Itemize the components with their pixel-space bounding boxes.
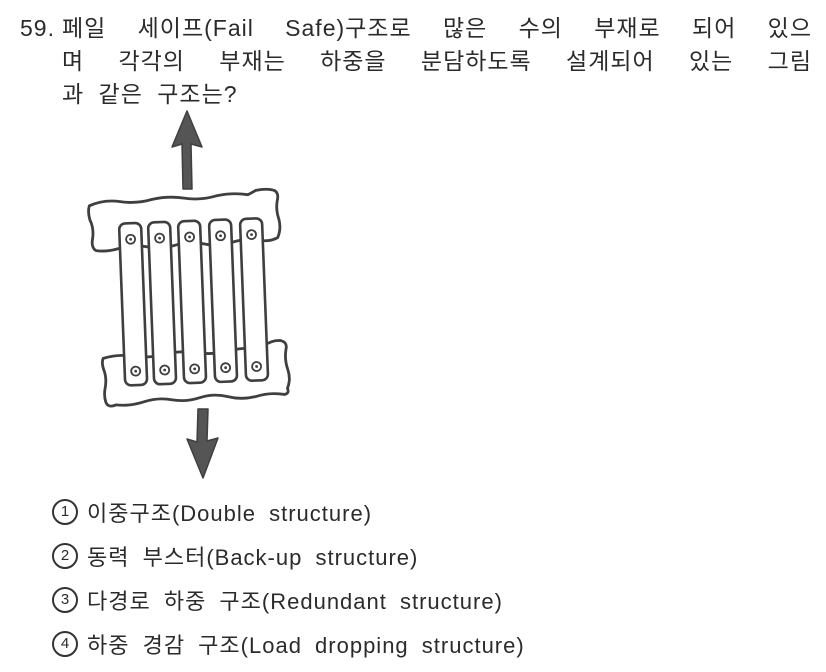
option-1-label: 이중구조(Double structure) (87, 500, 373, 526)
exam-page: { "question": { "number": "59.", "lines"… (20, 12, 812, 658)
question-line-2: 며 각각의 부재는 하중을 분담하도록 설계되어 있는 그림 (62, 48, 812, 74)
question-figure (87, 110, 291, 479)
joint-assembly (87, 187, 291, 408)
option-4[interactable]: 4 하중 경감 구조(Load dropping structure) (52, 628, 792, 659)
option-4-label: 하중 경감 구조(Load dropping structure) (87, 632, 525, 658)
question-text: 페일 세이프(Fail Safe)구조로 많은 수의 부재로 되어 있으 며 각… (62, 12, 812, 111)
member-strap (146, 220, 178, 386)
answer-options: 1 이중구조(Double structure) 2 동력 부스터(Back-u… (52, 496, 792, 672)
option-2[interactable]: 2 동력 부스터(Back-up structure) (52, 540, 792, 571)
option-3-marker: 3 (52, 586, 78, 613)
member-strap (207, 218, 239, 384)
option-3[interactable]: 3 다경로 하중 구조(Redundant structure) (52, 584, 792, 615)
member-strap (238, 217, 270, 382)
member-strap (117, 221, 149, 387)
load-arrow-up-icon (171, 110, 203, 190)
question-number: 59. (20, 15, 55, 41)
question-line-1: 페일 세이프(Fail Safe)구조로 많은 수의 부재로 되어 있으 (62, 15, 812, 41)
option-1[interactable]: 1 이중구조(Double structure) (52, 496, 792, 527)
option-4-marker: 4 (52, 630, 78, 657)
option-1-marker: 1 (52, 498, 78, 525)
member-strap (176, 219, 208, 385)
option-2-marker: 2 (52, 542, 78, 569)
option-3-label: 다경로 하중 구조(Redundant structure) (87, 588, 503, 614)
question-line-3: 과 같은 구조는? (62, 81, 238, 107)
member-straps (117, 217, 270, 387)
load-arrow-down-icon (186, 408, 219, 479)
option-2-label: 동력 부스터(Back-up structure) (87, 544, 419, 570)
